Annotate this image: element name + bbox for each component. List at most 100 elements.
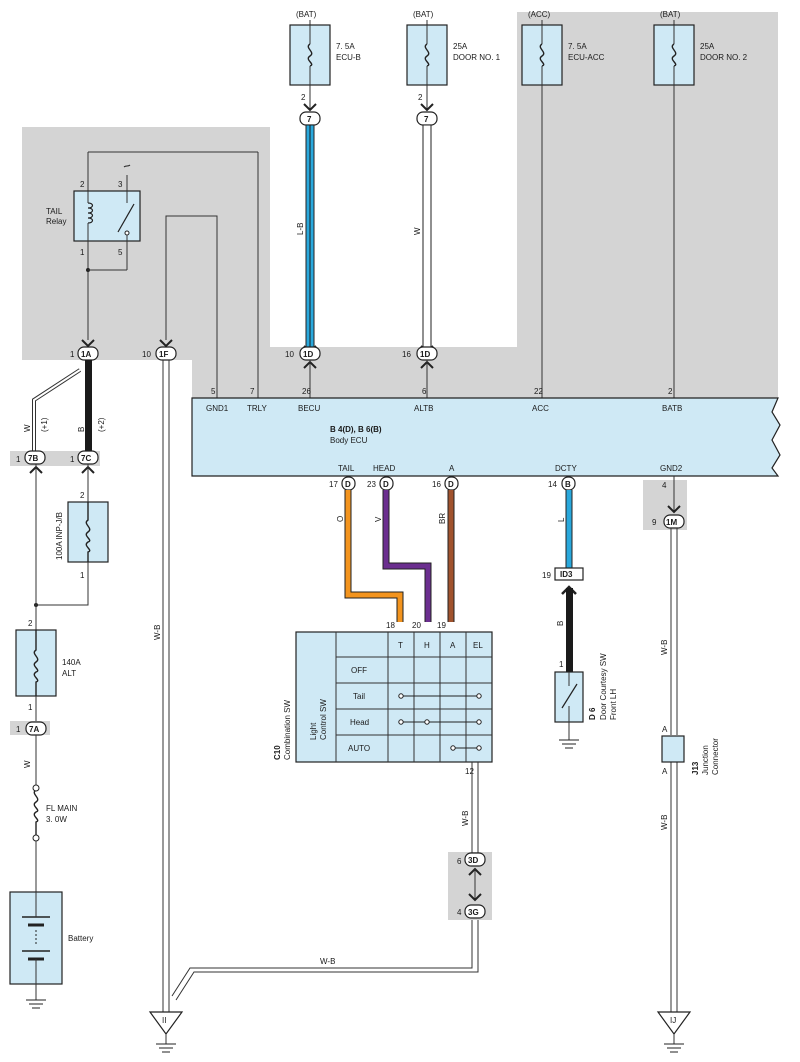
- component-name: Door Courtesy SW: [599, 653, 608, 720]
- fuse-door-no1: (BAT) 25A DOOR NO. 1 2 7: [406, 10, 501, 126]
- pin-number: 2: [418, 93, 423, 102]
- ecu-pin-label: A: [449, 464, 455, 473]
- wire-orange: O: [336, 490, 404, 622]
- fuse-ecu-b: (BAT) 7. 5A ECU-B 2 7: [289, 10, 361, 126]
- connector-id: 7: [307, 115, 312, 124]
- row-label: Tail: [353, 692, 365, 701]
- pin-number: 4: [662, 481, 667, 490]
- wire-color: L: [557, 517, 566, 522]
- connector-id: 7A: [29, 725, 39, 734]
- wire-color: W: [23, 424, 32, 432]
- connector-id: 1D: [420, 350, 430, 359]
- pin-number: 1: [70, 455, 75, 464]
- column-header: T: [398, 641, 403, 650]
- ground-id: IJ: [670, 1016, 676, 1025]
- fuse-ecu-acc: (ACC) 7. 5A ECU-ACC: [521, 10, 605, 86]
- ecu-pin-label: BATB: [662, 404, 682, 413]
- ecu-pin-num: 5: [211, 387, 216, 396]
- connector-id: B: [565, 480, 571, 489]
- connector-id: 7B: [28, 454, 38, 463]
- connector-1d-b: 16 1D: [402, 345, 438, 398]
- fl-main-fusible-link: FL MAIN 3. 0W: [32, 784, 77, 892]
- connector-id: 1F: [159, 350, 168, 359]
- pin-label: A: [662, 767, 668, 776]
- wire-color: W: [23, 760, 32, 768]
- link-name: FL MAIN: [46, 804, 77, 813]
- wire-brown: BR: [438, 490, 455, 622]
- combination-sw: 18 20 19 T H A EL OFF Tail Head AUTO Lig…: [273, 621, 493, 776]
- ecu-pin-num: 7: [250, 387, 255, 396]
- fuse-rating: 7. 5A: [336, 42, 355, 51]
- fuse-rating: 100A INP-J/B: [55, 512, 64, 560]
- ecu-pin-num: 22: [534, 387, 543, 396]
- relay-pin: 1: [80, 248, 85, 257]
- component-name: Connector: [711, 738, 720, 775]
- connector-3d: 6 3D: [457, 852, 486, 902]
- ecu-pin-label: BECU: [298, 404, 320, 413]
- ecu-pin-label: DCTY: [555, 464, 577, 473]
- relay-pin: 5: [118, 248, 123, 257]
- connector-id: 7: [424, 115, 429, 124]
- component-name: Front LH: [609, 689, 618, 720]
- connector-id: D: [345, 480, 351, 489]
- relay-name: Relay: [46, 217, 66, 226]
- fuse-alt: 2 140A ALT 1: [15, 619, 81, 721]
- ecu-code: B 4(D), B 6(B): [330, 425, 382, 434]
- connector-id: 7C: [81, 454, 91, 463]
- wire-w-door1: W: [413, 124, 432, 348]
- pin-number: 1: [70, 350, 75, 359]
- ground-ij: IJ: [656, 1011, 692, 1053]
- wire-color: BR: [438, 513, 447, 524]
- pin-number: 4: [457, 908, 462, 917]
- wire-w-7b: W (+1): [23, 368, 82, 451]
- connector-1d-a: 10 1D: [285, 345, 321, 398]
- pin-number: 14: [548, 480, 557, 489]
- relay-pin: 3: [118, 180, 123, 189]
- connector-1a: 1 1A: [70, 339, 99, 361]
- tail-relay: 2 3 1 5 TAIL Relay: [46, 151, 259, 398]
- column-header: EL: [473, 641, 483, 650]
- connector-id: ID3: [560, 570, 573, 579]
- pin-number: 17: [329, 480, 338, 489]
- ecu-pin-label: HEAD: [373, 464, 395, 473]
- connector-id: 3G: [468, 908, 479, 917]
- ecu-pin-num: 2: [668, 387, 673, 396]
- pin-number: 2: [80, 491, 85, 500]
- component-code: D 6: [588, 707, 597, 720]
- ecu-pin-num: 6: [422, 387, 427, 396]
- pin-number: 1: [16, 455, 21, 464]
- wire-l-b: L-B: [296, 124, 315, 348]
- pin-number: 18: [386, 621, 395, 630]
- ecu-bottom-connectors: 17 D 23 D 16 D 14 B 4: [329, 476, 667, 491]
- pin-label: A: [662, 725, 668, 734]
- pin-number: 12: [465, 767, 474, 776]
- component-code: J13: [691, 761, 700, 775]
- wire-black-b-door: B: [556, 588, 573, 672]
- pin-number: 2: [28, 619, 33, 628]
- wire-color: B: [556, 621, 565, 626]
- connector-id: 3D: [468, 856, 478, 865]
- ground-id: II: [162, 1016, 166, 1025]
- ecu-pin-label: GND2: [660, 464, 683, 473]
- fuse-rating: 140A: [62, 658, 81, 667]
- relay-name: TAIL: [46, 207, 63, 216]
- wire-gnd1: [165, 215, 218, 398]
- fuse-name: ALT: [62, 669, 76, 678]
- fuse-name: ECU-B: [336, 53, 361, 62]
- connector-1f: 10 1F: [142, 339, 177, 361]
- component-name: Junction: [701, 745, 710, 775]
- wire-violet: V: [374, 490, 432, 622]
- ecu-pin-label: TRLY: [247, 404, 268, 413]
- wire-color: O: [336, 516, 345, 522]
- link-spec: 3. 0W: [46, 815, 67, 824]
- pin-number: 10: [285, 350, 294, 359]
- connector-id: D: [448, 480, 454, 489]
- junction-connector-j13: A A J13 Junction Connector: [661, 725, 720, 776]
- pin-number: 16: [432, 480, 441, 489]
- connector-7c: 1 7C: [70, 450, 99, 474]
- ecu-pin-num: 26: [302, 387, 311, 396]
- connector-id: 1D: [303, 350, 313, 359]
- connector-id: 1M: [666, 518, 677, 527]
